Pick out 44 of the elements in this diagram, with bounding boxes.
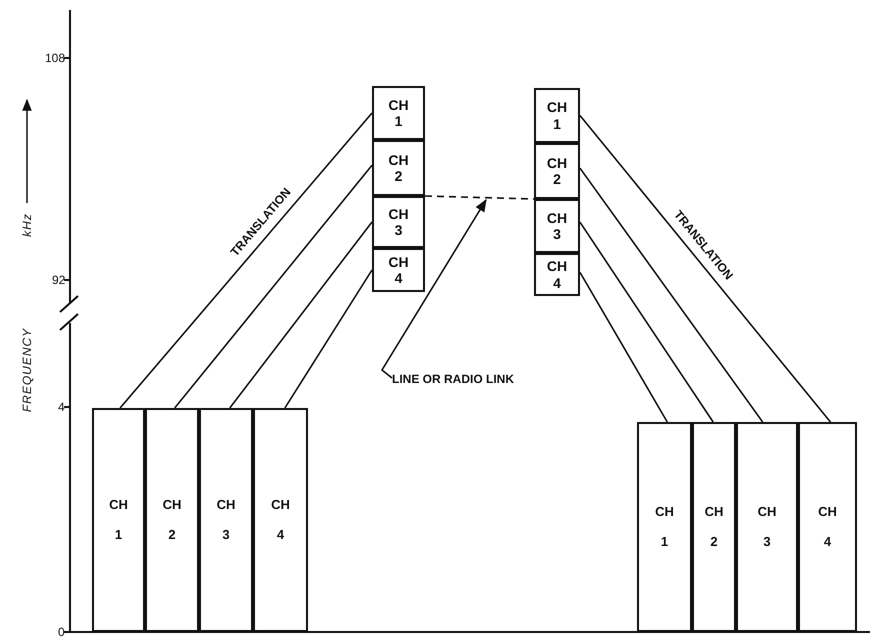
tick-label: 92 <box>52 273 66 287</box>
callout-text: LINE OR RADIO LINK <box>392 372 514 386</box>
channel-label: CH 1 <box>546 99 568 132</box>
channel-label: CH 3 <box>387 206 410 238</box>
translation-line <box>229 222 373 408</box>
channel-label: CH 1 <box>108 496 129 544</box>
channel-band <box>692 422 736 632</box>
dashed-link-line <box>424 195 534 200</box>
tick-label: 0 <box>58 625 65 639</box>
channel-label: CH 2 <box>387 152 410 184</box>
channel-label: CH 1 <box>654 503 675 551</box>
axis-title: FREQUENCY <box>20 328 34 412</box>
translation-line <box>579 272 668 422</box>
channel-label: CH 2 <box>162 496 182 544</box>
channel-label: CH 4 <box>546 258 568 291</box>
translation-line <box>284 270 373 408</box>
channel-band <box>199 408 253 632</box>
channel-band <box>637 422 692 632</box>
axis-title: kHz <box>20 213 34 237</box>
translation-line <box>579 115 832 422</box>
translation-line <box>174 164 373 408</box>
channel-band <box>372 248 425 292</box>
channel-label: CH 4 <box>817 503 838 551</box>
channel-band <box>253 408 308 632</box>
channel-label: CH 3 <box>546 210 568 242</box>
channel-band <box>534 253 580 296</box>
leader-line <box>380 198 487 379</box>
channel-band <box>372 196 425 248</box>
tick-label: 4 <box>58 400 65 414</box>
translation-line <box>579 168 764 422</box>
channel-band <box>145 408 199 632</box>
channel-label: CH 4 <box>387 254 410 286</box>
channel-label: CH 2 <box>546 154 568 188</box>
channel-label: CH 1 <box>387 96 410 130</box>
channel-label: CH 3 <box>216 496 236 544</box>
channel-band <box>798 422 857 632</box>
translation-line <box>579 222 714 422</box>
channel-label: CH 2 <box>704 503 724 551</box>
tick-label: 108 <box>45 51 66 65</box>
channel-label: CH 4 <box>270 496 291 544</box>
translation-line <box>119 112 373 409</box>
channel-band <box>736 422 798 632</box>
channel-label: CH 3 <box>756 503 778 551</box>
channel-band <box>92 408 145 632</box>
